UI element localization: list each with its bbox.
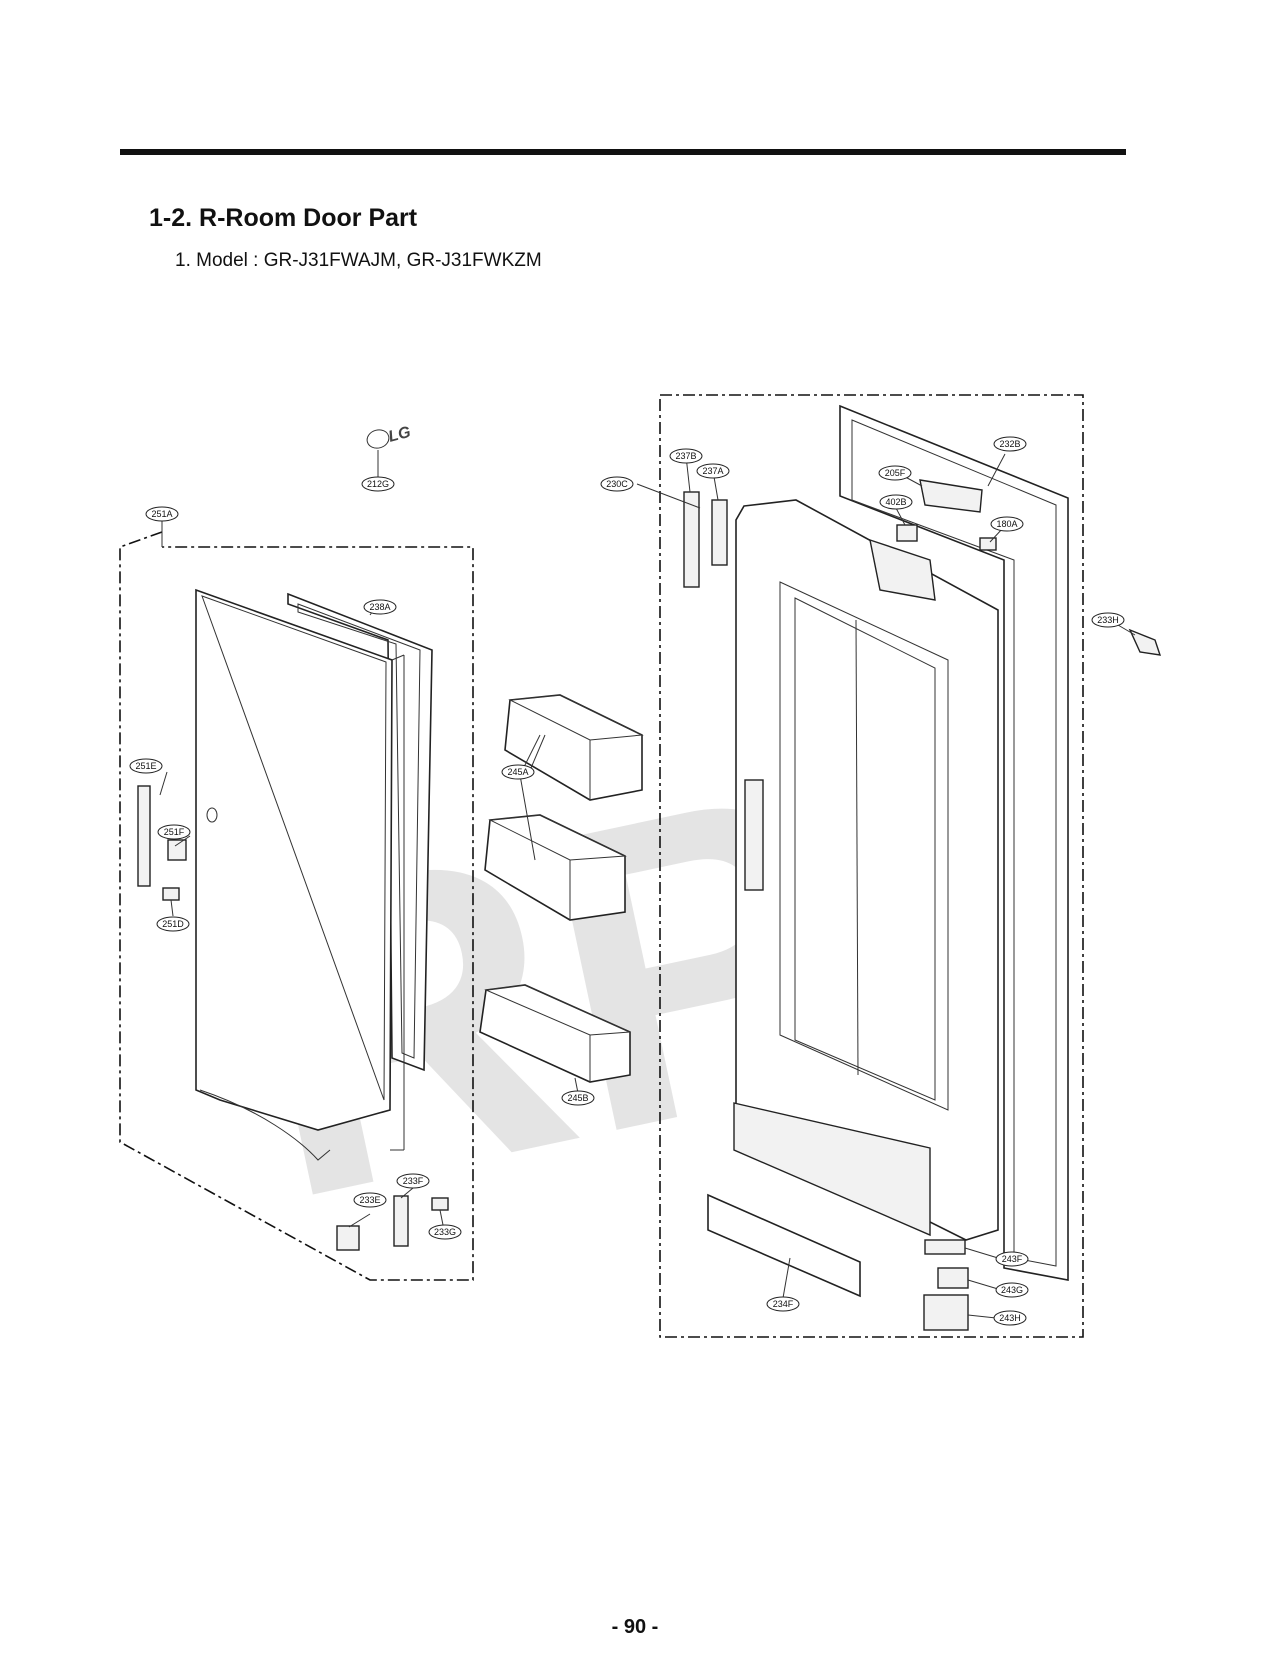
svg-text:233F: 233F [403,1176,424,1186]
callout-234f: 234F [766,1296,800,1312]
svg-text:243H: 243H [999,1313,1021,1323]
callout-251d: 251D [156,916,190,932]
svg-text:402B: 402B [885,497,906,507]
door-basket-lower [479,984,631,1083]
hinge-part-251f [167,839,187,861]
callout-251f: 251F [157,824,191,840]
door-frame-right [735,499,999,1241]
door-basket-upper [504,694,644,801]
logo-text: LG [387,424,413,446]
group-outline-right [659,394,1084,1338]
svg-text:205F: 205F [885,468,906,478]
callout-237a: 237A [696,463,730,479]
hinge-part-243f [924,1239,966,1255]
svg-text:232B: 232B [999,439,1020,449]
model-line: 1. Model : GR-J31FWAJM, GR-J31FWKZM [175,250,542,271]
page-number: - 90 - [611,1616,659,1638]
cover-205f [919,479,983,513]
hinge-cover-233e [336,1225,360,1251]
svg-text:251E: 251E [135,761,156,771]
callout-233g: 233G [428,1224,462,1240]
trim-plate-234f [707,1193,861,1298]
callout-402b: 402B [879,494,913,510]
hinge-233h [1128,628,1162,656]
hinge-bracket-237a [711,499,728,566]
svg-text:180A: 180A [996,519,1017,529]
svg-text:212G: 212G [367,479,389,489]
callout-180a: 180A [990,516,1024,532]
callout-245a: 245A [501,764,535,780]
group-outline-left [119,531,474,1281]
svg-text:245B: 245B [567,1093,588,1103]
hinge-part-243g [937,1267,969,1289]
leader-lines [159,453,1136,1319]
door-panel-left [195,588,393,1131]
svg-text:237A: 237A [702,466,723,476]
callout-237b: 237B [669,448,703,464]
callout-212g: 212G [361,476,395,492]
callout-243f: 243F [995,1251,1029,1267]
hinge-part-243h [923,1294,969,1331]
callout-245b: 245B [561,1090,595,1106]
callout-230c: 230C [600,476,634,492]
callout-233f: 233F [396,1173,430,1189]
cap-180a [979,537,997,551]
hinge-bush-233g [431,1197,449,1211]
svg-text:233G: 233G [434,1227,456,1237]
callout-251a: 251A [145,506,179,522]
svg-text:251A: 251A [151,509,172,519]
section-title: 1-2. R-Room Door Part [149,204,418,232]
callout-205f: 205F [878,465,912,481]
svg-text:251D: 251D [162,919,184,929]
callout-243g: 243G [995,1282,1029,1298]
cap-402b [896,524,918,542]
door-gasket-left [287,592,433,1072]
door-handle-slot [744,779,764,891]
callout-233e: 233E [353,1192,387,1208]
door-basket-middle [484,814,627,921]
svg-text:245A: 245A [507,767,528,777]
callout-243h: 243H [993,1310,1027,1326]
svg-text:230C: 230C [606,479,628,489]
callout-238a: 238A [363,599,397,615]
svg-text:238A: 238A [369,602,390,612]
header-rule [120,149,1126,155]
hinge-part-251e [137,785,151,887]
svg-text:251F: 251F [164,827,185,837]
hinge-cap-251d [162,887,180,901]
door-gasket-right [839,404,1069,1281]
svg-text:237B: 237B [675,451,696,461]
svg-text:234F: 234F [773,1299,794,1309]
svg-text:243G: 243G [1001,1285,1023,1295]
svg-text:233H: 233H [1097,615,1119,625]
callout-251e: 251E [129,758,163,774]
callout-232b: 232B [993,436,1027,452]
hinge-plate-237b [683,491,700,588]
callout-233h: 233H [1091,612,1125,628]
hinge-pin-233f [393,1195,409,1247]
svg-text:233E: 233E [359,1195,380,1205]
lg-logo-icon: LG [366,424,413,478]
svg-text:243F: 243F [1002,1254,1023,1264]
